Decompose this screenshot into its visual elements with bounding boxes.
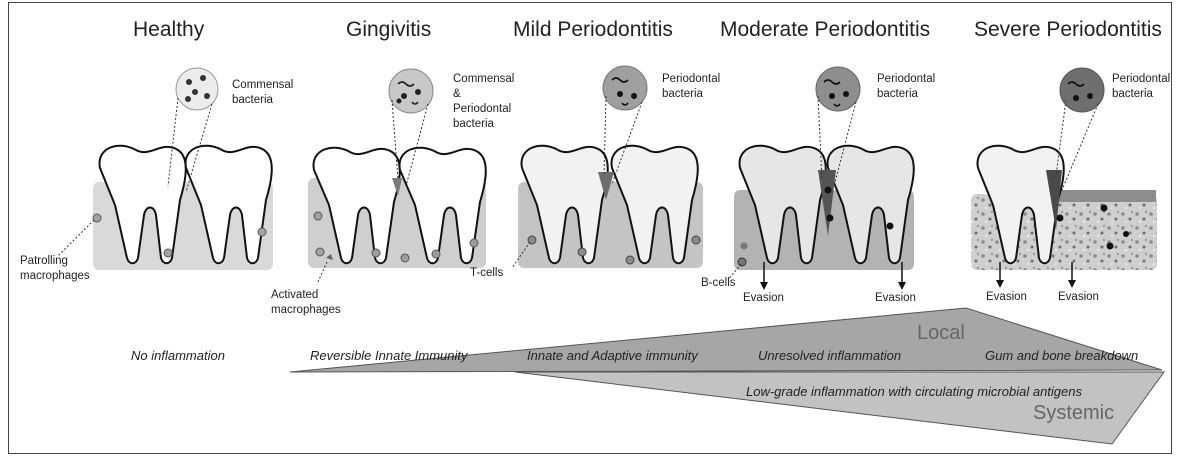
bubble-label-gingivitis: Commensal & Periodontal bacteria — [453, 72, 514, 132]
phase-innate-adaptive: Innate and Adaptive immunity — [527, 348, 698, 363]
bacteria-bubble — [176, 68, 218, 110]
patrolling-macrophage — [93, 214, 101, 222]
label-evasion-2: Evasion — [875, 291, 916, 306]
phase-low-grade: Low-grade inflammation with circulating … — [746, 384, 1082, 399]
systemic-label: Systemic — [1033, 402, 1114, 425]
label-evasion-4: Evasion — [1058, 290, 1099, 305]
bubble-label-mild: Periodontal bacteria — [662, 72, 720, 102]
phase-unresolved: Unresolved inflammation — [758, 348, 901, 363]
phase-no-inflammation: No inflammation — [131, 348, 225, 363]
bubble-label-healthy: Commensal bacteria — [232, 78, 293, 108]
bacteria-bubble — [389, 69, 433, 113]
bacteria-bubble — [603, 66, 647, 110]
bubble-label-moderate: Periodontal bacteria — [877, 72, 935, 102]
bubble-label-severe: Periodontal bacteria — [1112, 72, 1170, 102]
local-label: Local — [917, 322, 965, 345]
label-b-cells: B-cells — [701, 276, 736, 291]
b-cell — [738, 258, 746, 266]
label-evasion-3: Evasion — [986, 290, 1027, 305]
phase-reversible: Reversible Innate Immunity — [310, 348, 468, 363]
label-patrolling-macrophages: Patrolling macrophages — [20, 254, 90, 284]
label-activated-macrophages: Activated macrophages — [271, 288, 341, 318]
phase-gum-bone: Gum and bone breakdown — [985, 348, 1138, 363]
bacteria-bubble — [816, 67, 860, 111]
label-evasion-1: Evasion — [743, 291, 784, 306]
label-t-cells: T-cells — [470, 266, 503, 281]
